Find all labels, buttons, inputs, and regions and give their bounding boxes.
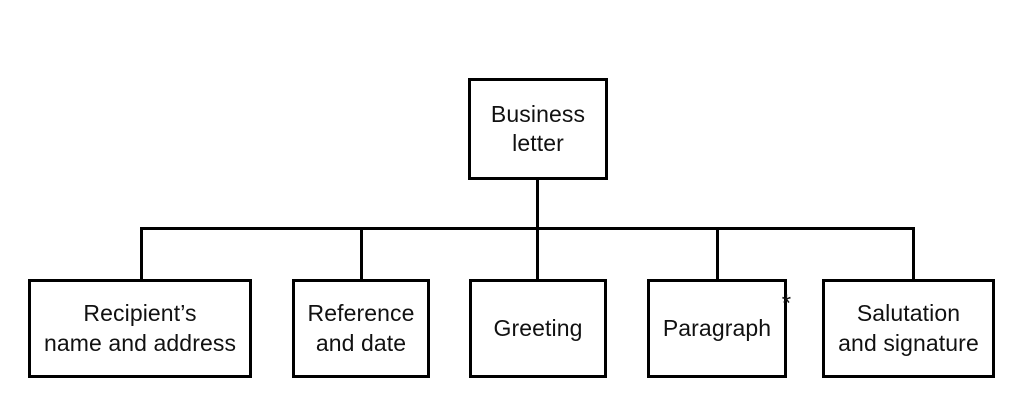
edge-drop-salutation	[912, 227, 915, 280]
edge-drop-greeting	[536, 227, 539, 280]
edge-drop-reference	[360, 227, 363, 280]
node-reference-and-date-label: Reference and date	[307, 300, 415, 356]
node-paragraph-label: Paragraph	[662, 314, 772, 341]
edge-drop-recipient	[140, 227, 143, 280]
edge-horizontal-bus	[140, 227, 915, 230]
node-business-letter-label: Business letter	[490, 100, 586, 156]
node-paragraph-label-wrap: Paragraph *	[650, 291, 791, 343]
node-reference-and-date: Reference and date	[292, 279, 430, 378]
node-greeting-label: Greeting	[493, 314, 583, 341]
node-salutation-and-signature-label: Salutation and signature	[838, 300, 979, 356]
edge-drop-paragraph	[716, 227, 719, 280]
node-salutation-and-signature: Salutation and signature	[822, 279, 995, 378]
node-greeting: Greeting	[469, 279, 607, 378]
node-recipient-name-and-address-label: Recipient’s name and address	[43, 300, 237, 356]
node-business-letter: Business letter	[468, 78, 608, 180]
edge-root-stem	[536, 180, 539, 229]
node-paragraph: Paragraph *	[647, 279, 791, 378]
footnote-asterisk-marker: *	[781, 289, 792, 317]
node-paragraph-label-inner: Paragraph *	[662, 291, 791, 343]
node-recipient-name-and-address: Recipient’s name and address	[28, 279, 252, 378]
